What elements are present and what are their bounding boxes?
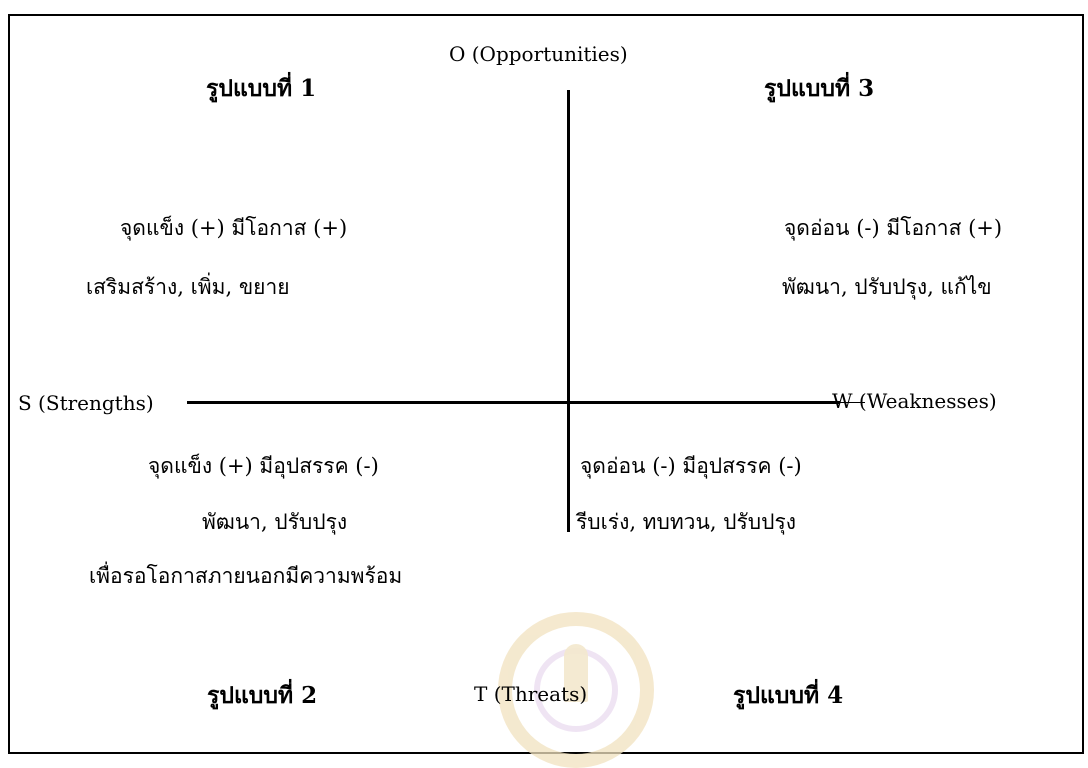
- quadrant-2-title: รูปแบบที่ 2: [207, 682, 318, 709]
- axis-label-threats: T (Threats): [474, 682, 588, 706]
- horizontal-axis-extension: [840, 402, 865, 403]
- quadrant-3-line-2: พัฒนา, ปรับปรุง, แก้ไข: [782, 275, 992, 299]
- quadrant-2-line-1: จุดแข็ง (+) มีอุปสรรค (-): [148, 454, 379, 478]
- quadrant-4-title: รูปแบบที่ 4: [733, 682, 844, 709]
- quadrant-4-line-2: รีบเร่ง, ทบทวน, ปรับปรุง: [576, 510, 796, 534]
- quadrant-1-line-1: จุดแข็ง (+) มีโอกาส (+): [120, 216, 348, 240]
- quadrant-4-line-1: จุดอ่อน (-) มีอุปสรรค (-): [580, 454, 802, 478]
- quadrant-3-line-1: จุดอ่อน (-) มีโอกาส (+): [784, 216, 1003, 240]
- axis-label-strengths: S (Strengths): [18, 391, 154, 415]
- vertical-axis: [567, 90, 570, 532]
- quadrant-2-line-3: เพื่อรอโอกาสภายนอกมีความพร้อม: [89, 564, 403, 588]
- axis-label-weaknesses: W (Weaknesses): [832, 389, 997, 413]
- axis-label-opportunities: O (Opportunities): [449, 42, 628, 66]
- quadrant-1-line-2: เสริมสร้าง, เพิ่ม, ขยาย: [86, 275, 290, 299]
- horizontal-axis: [187, 401, 840, 404]
- quadrant-1-title: รูปแบบที่ 1: [206, 75, 317, 102]
- quadrant-2-line-2: พัฒนา, ปรับปรุง: [202, 510, 348, 534]
- quadrant-3-title: รูปแบบที่ 3: [764, 75, 875, 102]
